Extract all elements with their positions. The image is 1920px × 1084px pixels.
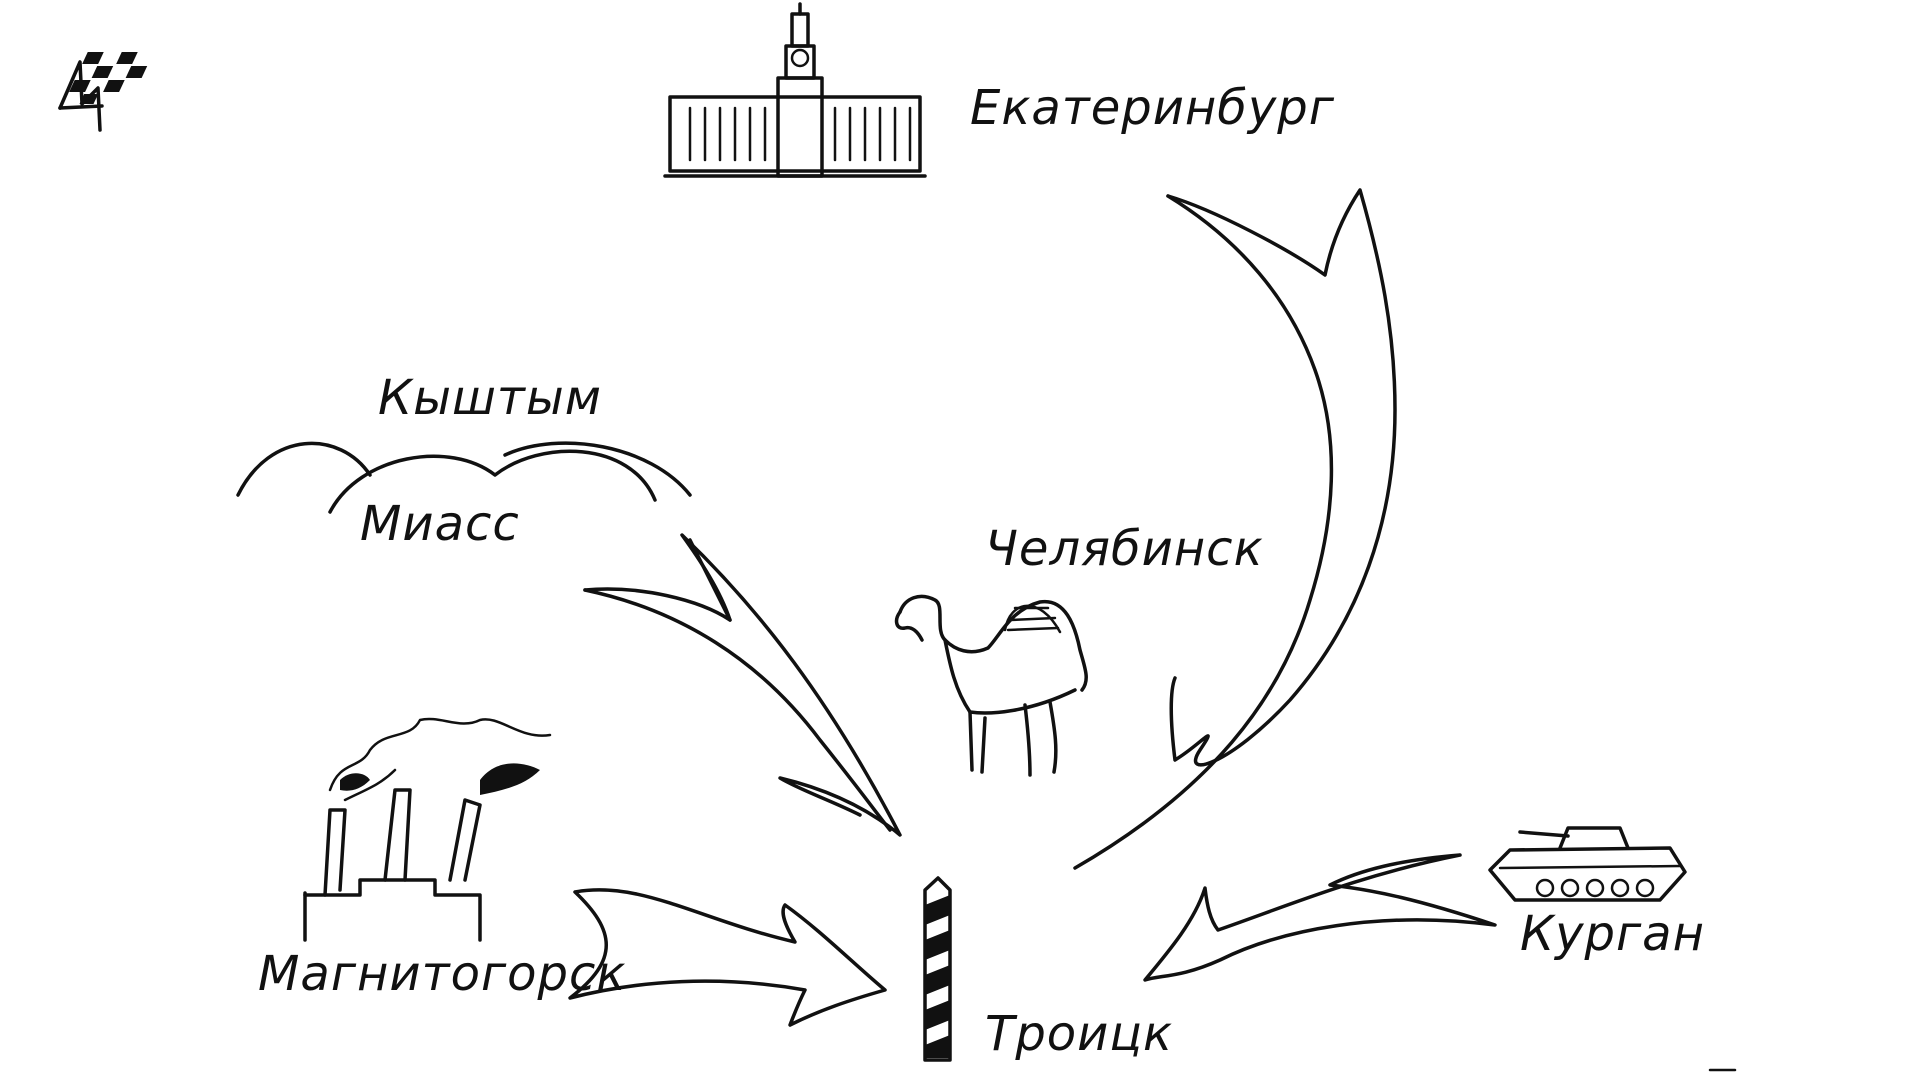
arrow-kurgan-to-troitsk: [1143, 853, 1497, 982]
chelyabinsk-label: Челябинск: [985, 521, 1264, 577]
factory-chimneys-icon: [303, 717, 552, 942]
ekaterinburg-label: Екатеринбург: [970, 80, 1335, 136]
kurgan-label: Курган: [1520, 906, 1705, 962]
tower-building-icon: [663, 2, 927, 178]
camel-icon: [894, 594, 1088, 777]
arrow-magnitogorsk-to-troitsk: [568, 888, 887, 1027]
arrow-miass-to-troitsk: [583, 533, 902, 837]
magnitogorsk-label: Магнитогорск: [258, 946, 626, 1002]
tank-icon: [1488, 826, 1687, 902]
border-post-icon: [923, 876, 952, 1062]
kyshtym-label: Кыштым: [378, 370, 602, 426]
checkered-flag-icon: [58, 52, 148, 132]
troitsk-label: Троицк: [985, 1006, 1173, 1062]
hills-icon: [236, 441, 692, 514]
miass-label: Миасс: [360, 496, 520, 552]
arrow-ekaterinburg-to-troitsk: [1073, 188, 1397, 870]
